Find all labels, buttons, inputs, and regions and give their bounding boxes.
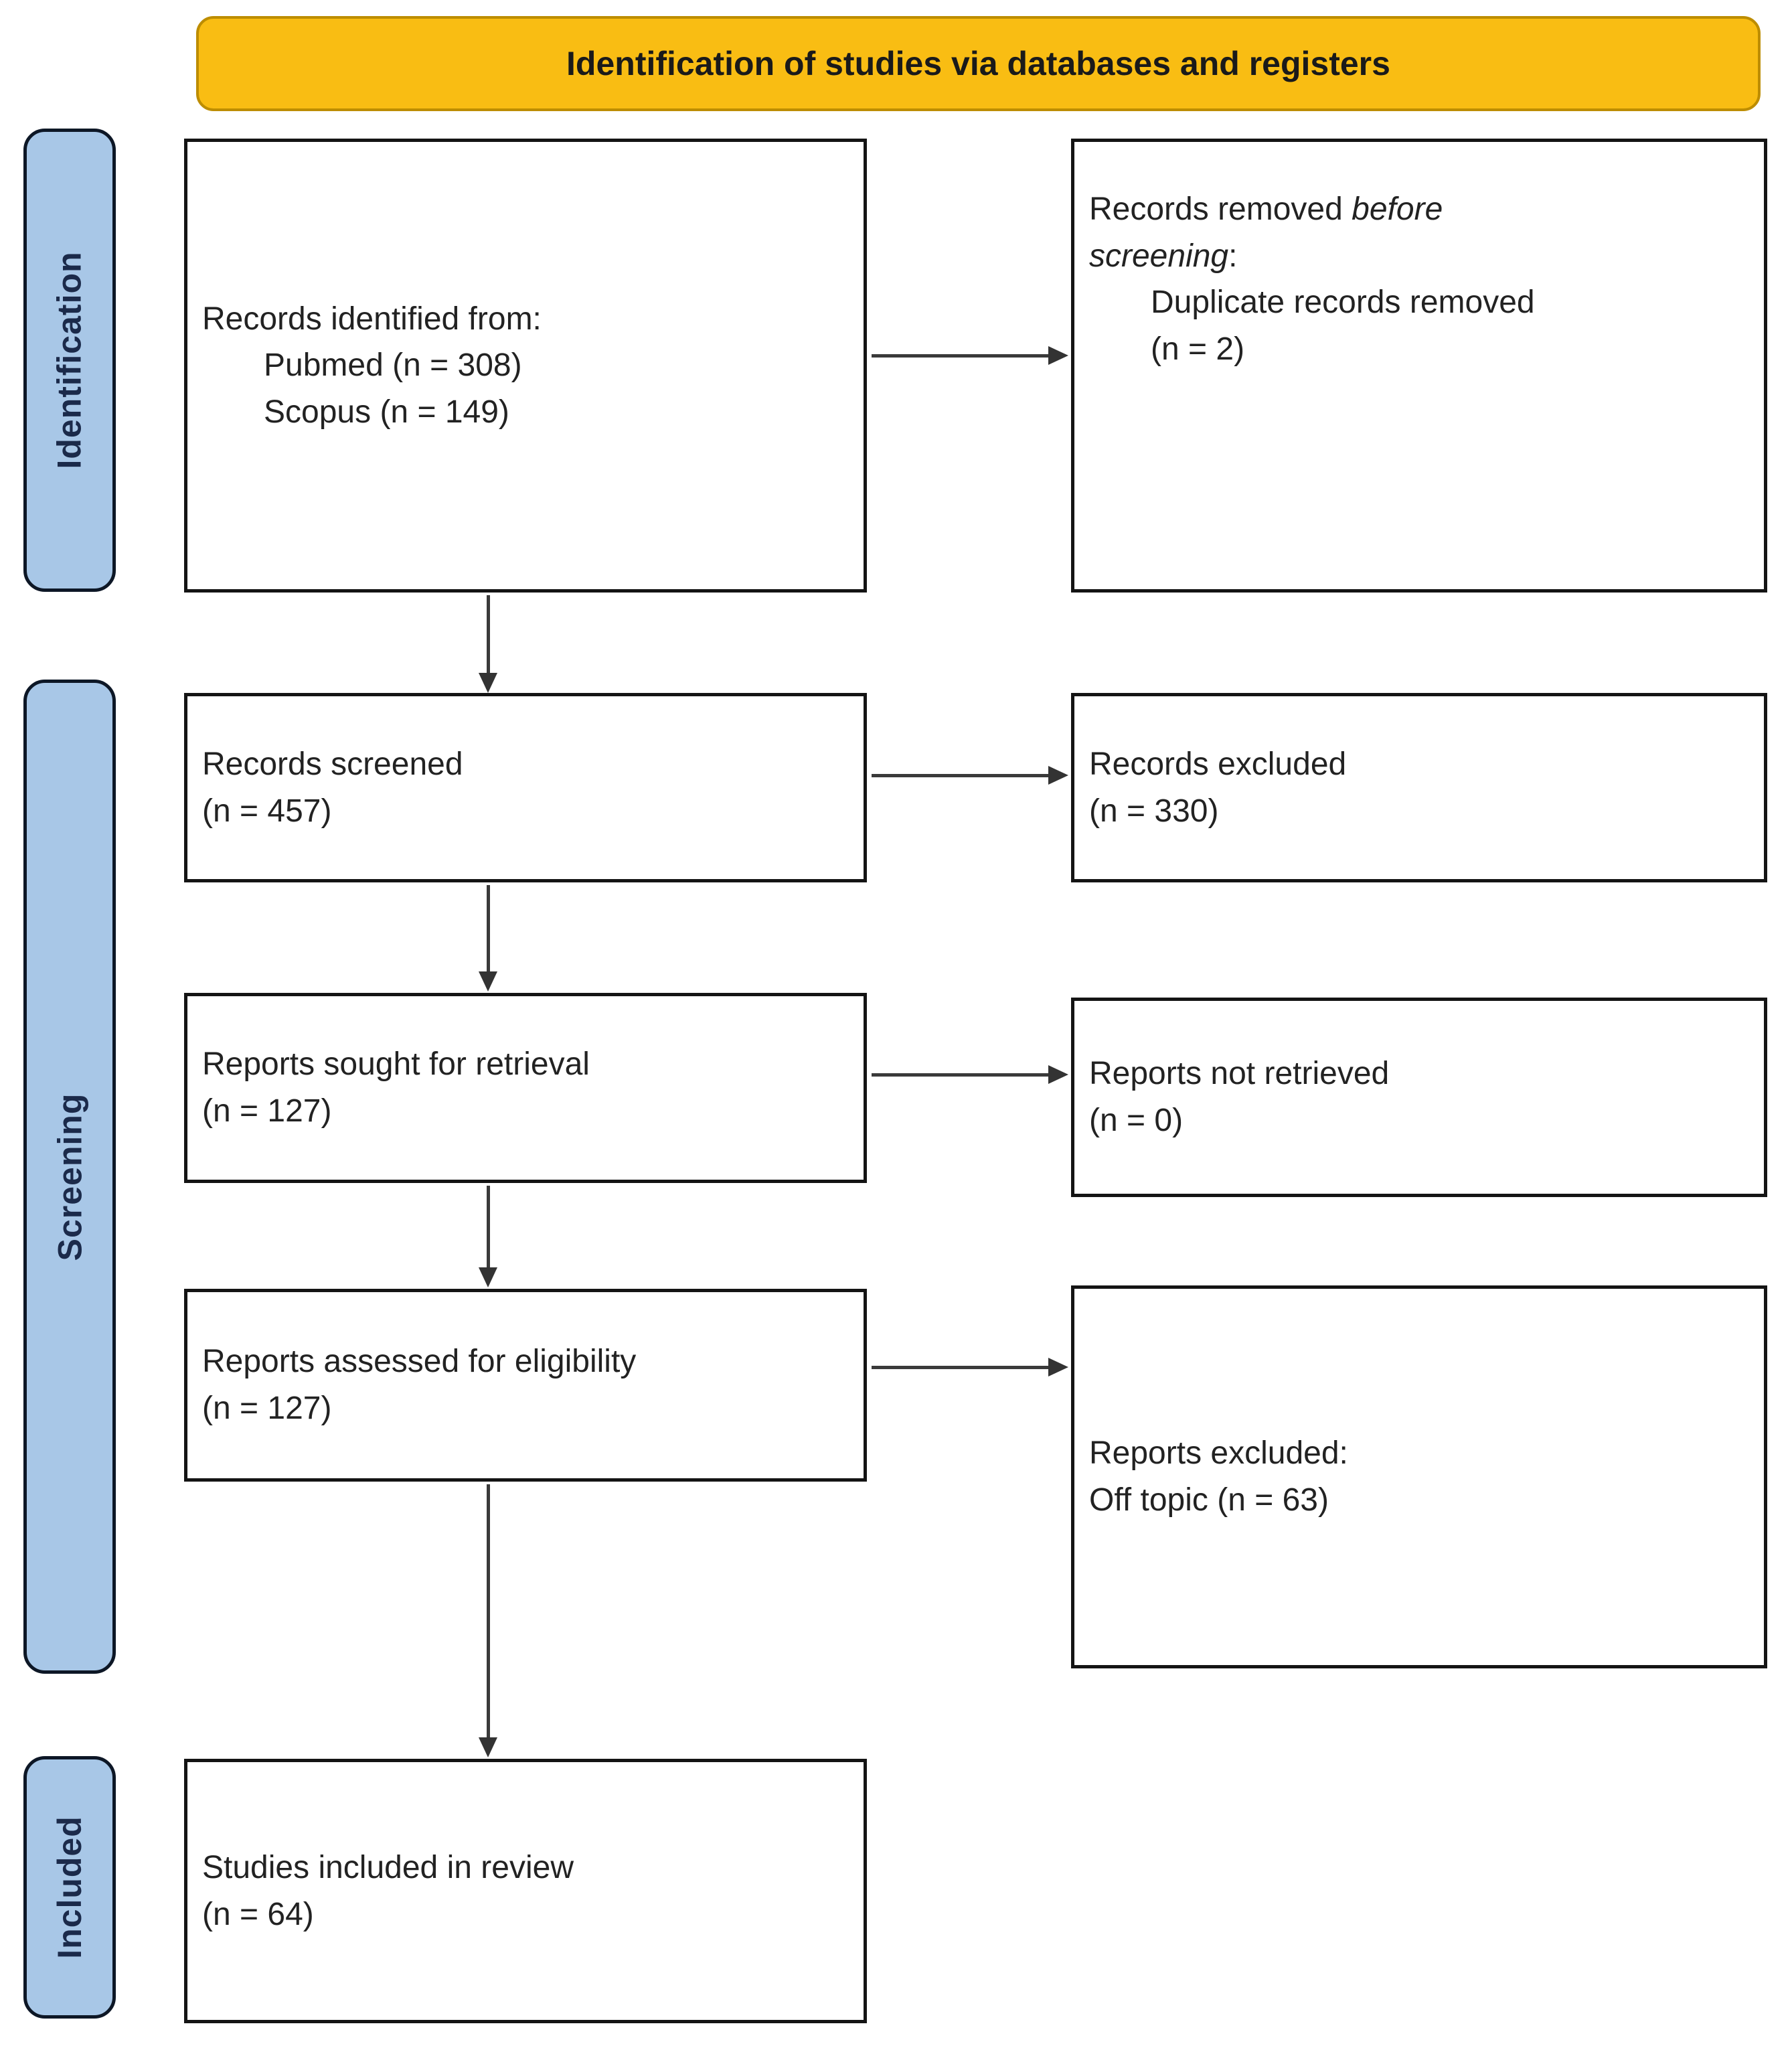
reports-not-retrieved-line1: Reports not retrieved	[1089, 1056, 1390, 1092]
reports-sought-line1: Reports sought for retrieval	[202, 1046, 590, 1083]
phase-label-included: Included	[23, 1756, 116, 2019]
arrow-sought-to-assessed-line	[487, 1186, 490, 1269]
arrow-screened-to-sought-head-icon	[479, 971, 497, 992]
header-title: Identification of studies via databases …	[566, 45, 1390, 82]
reports-sought-count: (n = 127)	[202, 1093, 332, 1129]
phase-label-identification: Identification	[23, 129, 116, 592]
arrow-screened-to-excluded-line	[872, 774, 1050, 777]
arrow-screened-to-excluded-head-icon	[1048, 766, 1068, 785]
records-removed-duplicates: Duplicate records removed	[1151, 285, 1535, 321]
arrow-sought-to-assessed-head-icon	[479, 1267, 497, 1287]
records-identified-scopus: Scopus (n = 149)	[264, 394, 509, 430]
arrow-screened-to-sought-line	[487, 885, 490, 972]
header-banner: Identification of studies via databases …	[196, 16, 1761, 111]
box-reports-assessed: Reports assessed for eligibility (n = 12…	[184, 1289, 867, 1482]
arrow-assessed-to-excluded-line	[872, 1366, 1050, 1369]
reports-excluded-line1: Reports excluded:	[1089, 1435, 1348, 1472]
box-records-excluded: Records excluded (n = 330)	[1071, 693, 1767, 882]
phase-label-screening-text: Screening	[51, 1093, 88, 1261]
arrow-assessed-to-included-line	[487, 1484, 490, 1739]
phase-label-screening: Screening	[23, 680, 116, 1674]
reports-assessed-count: (n = 127)	[202, 1391, 332, 1426]
arrow-identified-to-screened-line	[487, 595, 490, 674]
records-identified-title: Records identified from:	[202, 301, 542, 337]
studies-included-count: (n = 64)	[202, 1896, 314, 1932]
box-records-identified: Records identified from: Pubmed (n = 308…	[184, 139, 867, 593]
studies-included-line1: Studies included in review	[202, 1849, 574, 1885]
arrow-identified-to-removed-head-icon	[1048, 346, 1068, 365]
arrow-identified-to-removed-line	[872, 354, 1050, 358]
records-removed-line1-normal: Records removed	[1089, 191, 1352, 227]
arrow-assessed-to-excluded-head-icon	[1048, 1358, 1068, 1376]
records-screened-count: (n = 457)	[202, 793, 332, 829]
arrow-sought-to-notretrieved-line	[872, 1073, 1050, 1077]
box-reports-sought: Reports sought for retrieval (n = 127)	[184, 993, 867, 1183]
reports-excluded-offtopic: Off topic (n = 63)	[1089, 1482, 1329, 1518]
reports-assessed-line1: Reports assessed for eligibility	[202, 1344, 637, 1380]
phase-label-identification-text: Identification	[51, 251, 89, 469]
box-reports-excluded: Reports excluded: Off topic (n = 63)	[1071, 1285, 1767, 1668]
phase-label-included-text: Included	[51, 1816, 89, 1959]
records-removed-line2: screening:	[1089, 233, 1748, 280]
arrow-sought-to-notretrieved-head-icon	[1048, 1065, 1068, 1084]
reports-not-retrieved-count: (n = 0)	[1089, 1103, 1184, 1138]
records-removed-line1: Records removed before	[1089, 186, 1748, 233]
box-records-removed: Records removed before screening: Duplic…	[1071, 139, 1767, 593]
records-identified-pubmed: Pubmed (n = 308)	[264, 347, 522, 384]
records-removed-count: (n = 2)	[1151, 331, 1245, 367]
records-removed-line2-suffix: :	[1228, 238, 1238, 274]
box-reports-not-retrieved: Reports not retrieved (n = 0)	[1071, 998, 1767, 1197]
records-excluded-line1: Records excluded	[1089, 746, 1347, 782]
records-screened-line1: Records screened	[202, 746, 463, 782]
records-excluded-count: (n = 330)	[1089, 793, 1219, 829]
arrow-assessed-to-included-head-icon	[479, 1737, 497, 1757]
box-records-screened: Records screened (n = 457)	[184, 693, 867, 882]
arrow-identified-to-screened-head-icon	[479, 673, 497, 693]
records-removed-line1-italic: before	[1352, 191, 1443, 227]
box-studies-included: Studies included in review (n = 64)	[184, 1759, 867, 2023]
records-removed-line2-italic: screening	[1089, 238, 1229, 274]
